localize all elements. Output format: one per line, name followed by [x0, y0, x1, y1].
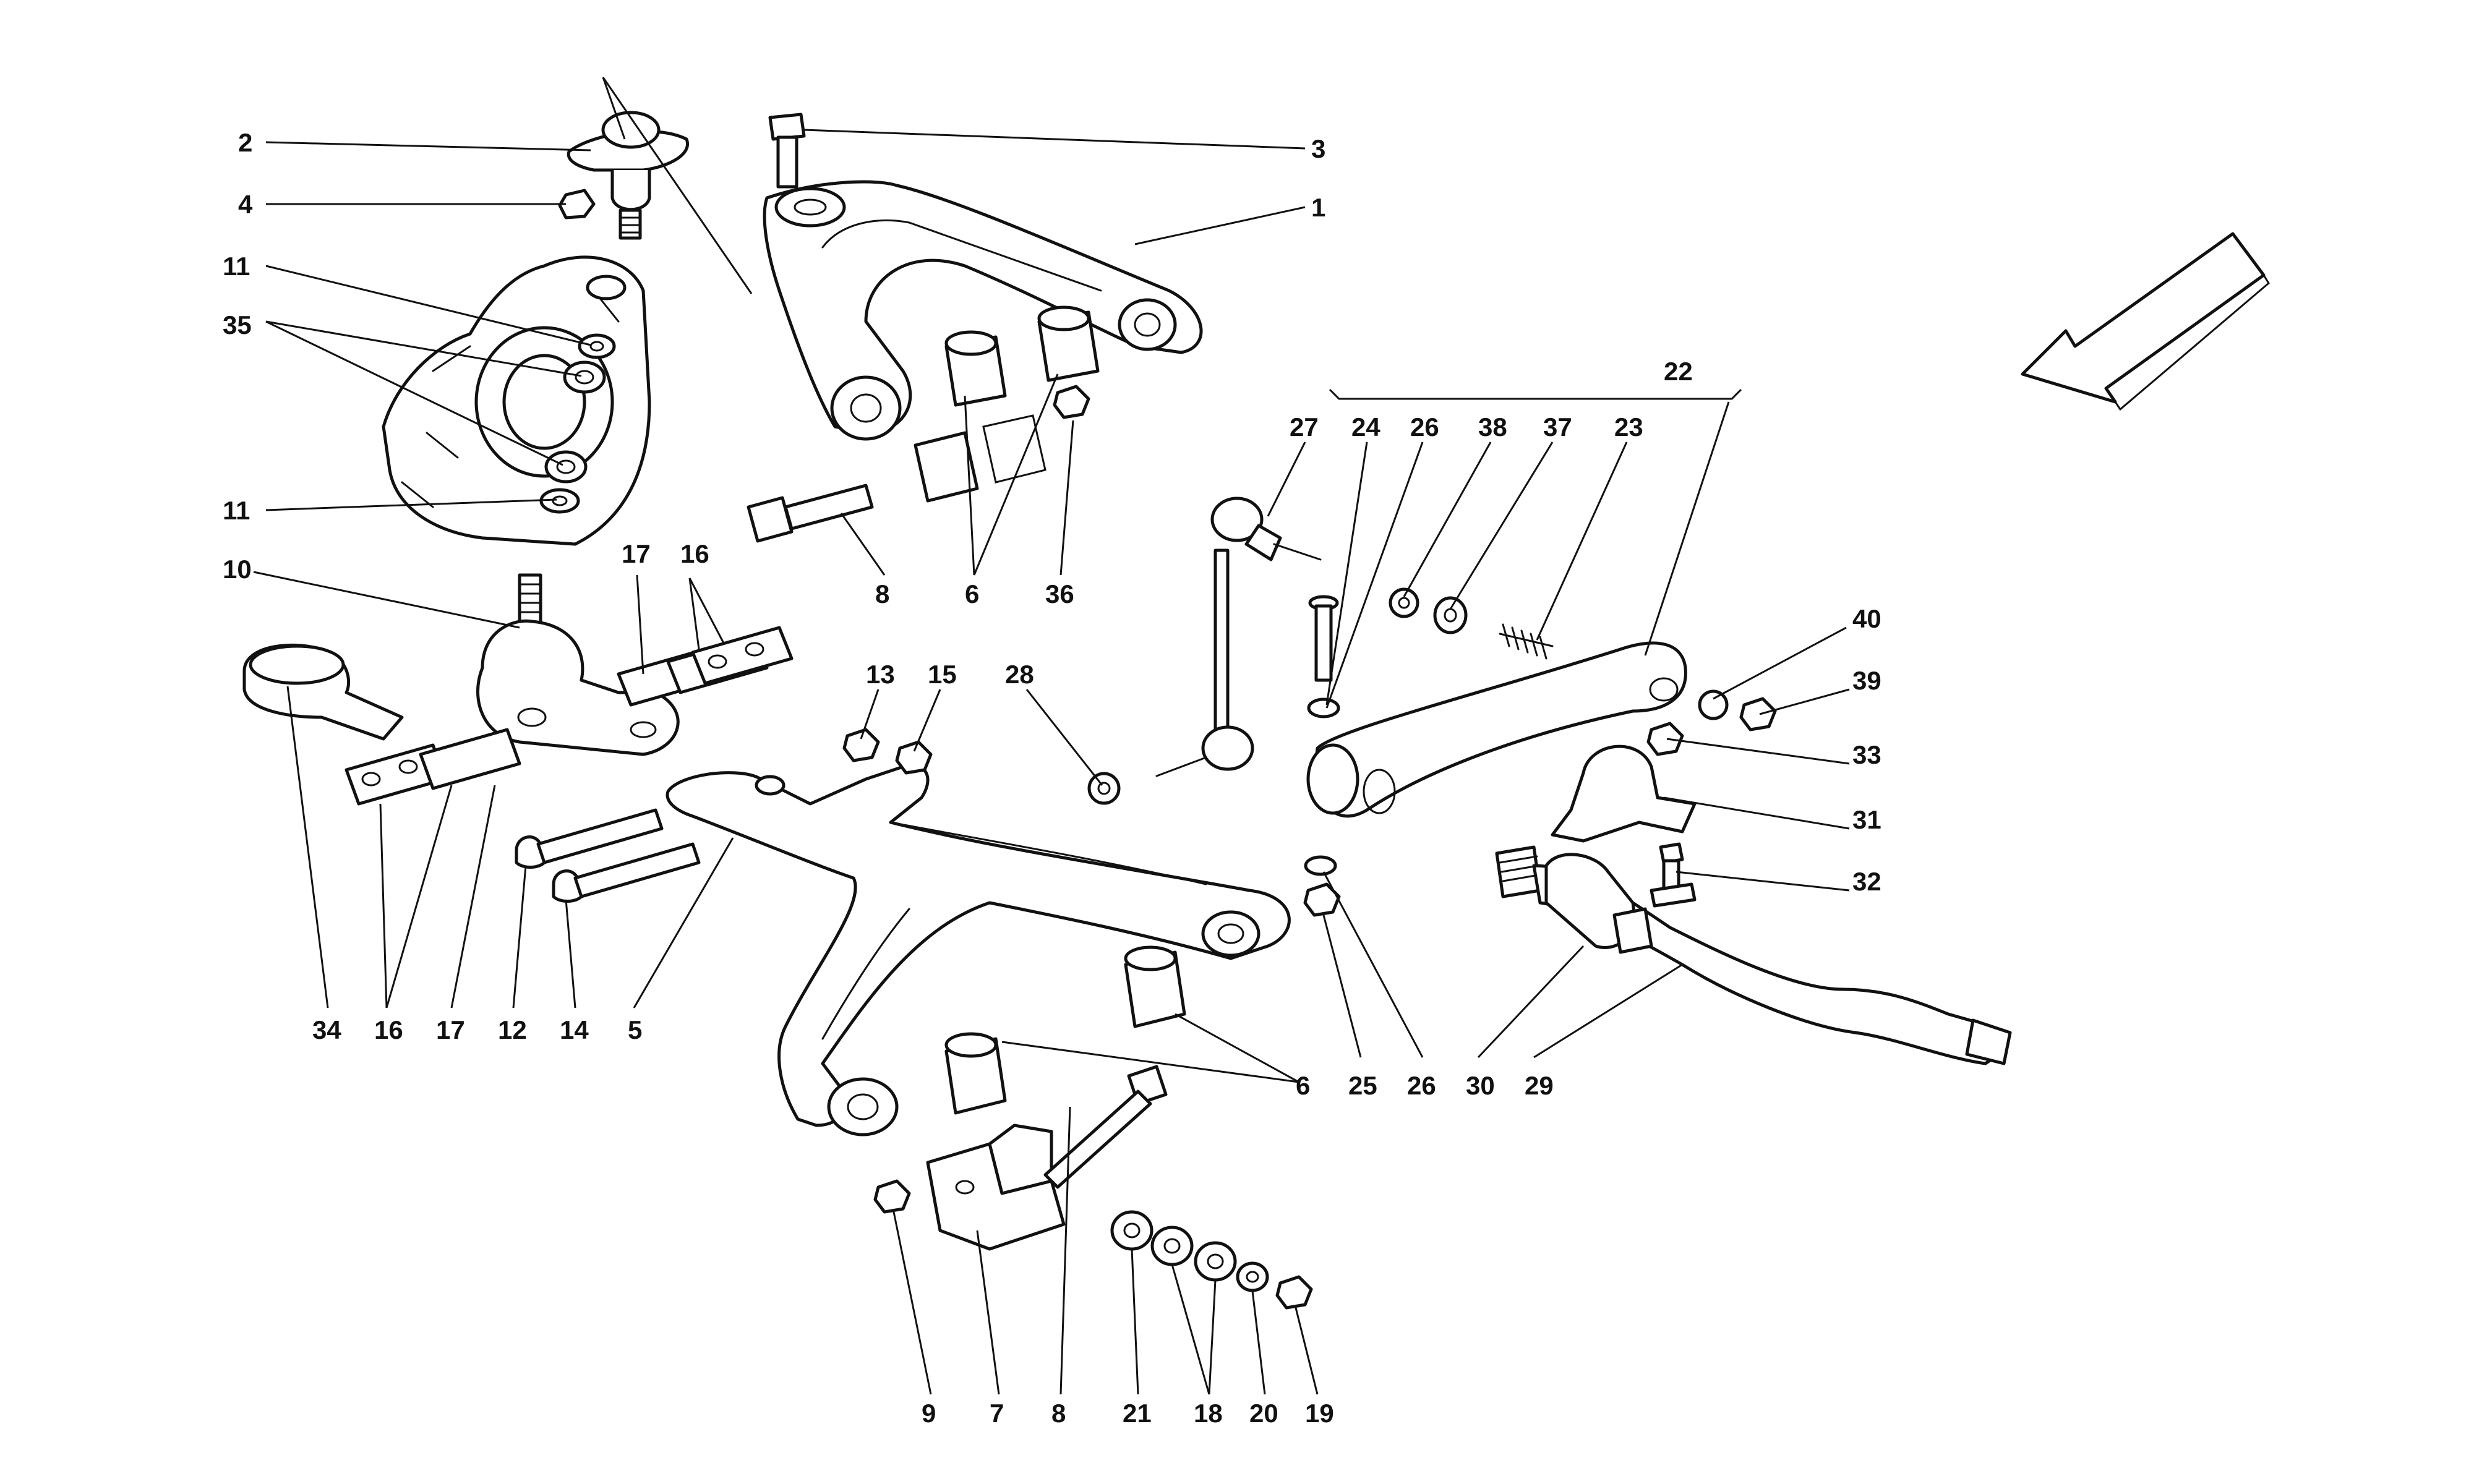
bolt-12	[515, 808, 664, 869]
star-washer-28	[1087, 772, 1121, 805]
callout-12: 12	[498, 1015, 527, 1044]
callout-17-upper: 17	[622, 539, 651, 568]
bracket-31	[1551, 744, 1697, 843]
callout-16-lower: 16	[374, 1015, 403, 1044]
washer-26-lower	[1304, 855, 1337, 876]
callout-23: 23	[1614, 412, 1643, 441]
star-washer-38	[1389, 587, 1419, 618]
bush-6-lower-b	[944, 1032, 1007, 1115]
callout-24: 24	[1351, 412, 1380, 441]
callout-8-lower: 8	[1051, 1399, 1066, 1428]
ball-joint-lower	[476, 573, 680, 756]
nut-36	[1053, 385, 1090, 419]
callout-labels: 2 4 11 35 11 10 3 1 8 6 36 17 16 13 15 2…	[223, 128, 1881, 1428]
callout-6-lower: 6	[1296, 1071, 1310, 1100]
clamp-34	[242, 643, 404, 741]
callout-1: 1	[1311, 193, 1325, 222]
bush-35-upper	[563, 360, 606, 394]
bolt-8-lower	[1043, 1065, 1168, 1189]
spring-23	[1499, 623, 1554, 660]
callout-36: 36	[1045, 579, 1074, 608]
callout-8-upper: 8	[875, 579, 889, 608]
drop-link	[1155, 497, 1322, 777]
callout-2: 2	[238, 128, 252, 157]
nut-9	[873, 1179, 911, 1214]
callout-28: 28	[1005, 660, 1034, 689]
upper-wishbone	[763, 180, 1203, 441]
nut-13	[842, 728, 880, 762]
washer-40	[1698, 689, 1729, 720]
washer-18-b	[1194, 1241, 1237, 1282]
nut-39	[1739, 697, 1777, 731]
callout-32: 32	[1852, 867, 1881, 896]
callout-30: 30	[1466, 1071, 1495, 1100]
lower-wishbone	[666, 764, 1291, 1136]
bolt-3	[768, 113, 806, 189]
callout-19: 19	[1305, 1399, 1334, 1428]
callout-26-lower: 26	[1407, 1071, 1436, 1100]
callout-3: 3	[1311, 134, 1325, 163]
bolt-32	[1650, 842, 1697, 908]
callout-13: 13	[866, 660, 895, 689]
bracket-7	[926, 1124, 1066, 1251]
callout-38: 38	[1478, 412, 1507, 441]
callout-11-upper: 11	[223, 252, 250, 281]
callout-4: 4	[238, 190, 253, 219]
bracket-upper	[914, 414, 1047, 503]
callout-34: 34	[312, 1015, 341, 1044]
callout-22: 22	[1664, 357, 1693, 386]
washer-18-a	[1150, 1226, 1194, 1266]
callout-39: 39	[1852, 666, 1881, 695]
bush-6-upper-b	[1037, 305, 1100, 382]
callout-25: 25	[1348, 1071, 1377, 1100]
callout-31: 31	[1852, 805, 1881, 834]
callout-5: 5	[628, 1015, 642, 1044]
callout-26-upper: 26	[1410, 412, 1439, 441]
anti-roll-bar-arm	[1306, 641, 1687, 818]
bolt-8-upper	[747, 484, 874, 543]
nut-19	[1275, 1275, 1313, 1310]
bolt-24	[1308, 595, 1339, 682]
nut-15	[895, 740, 933, 775]
bush-6-upper-a	[944, 330, 1007, 407]
ball-joint-upper	[567, 111, 690, 240]
plate-16-upper-b	[691, 626, 794, 685]
callout-21: 21	[1123, 1399, 1152, 1428]
callout-10: 10	[223, 555, 252, 584]
callout-35: 35	[223, 310, 252, 339]
callout-14: 14	[560, 1015, 589, 1044]
plate-17-lower	[419, 728, 521, 790]
nut-4	[558, 189, 596, 220]
callout-11-lower: 11	[223, 496, 250, 525]
callout-33: 33	[1852, 740, 1881, 769]
bolt-14	[552, 842, 701, 903]
washer-11-upper	[578, 333, 616, 359]
callout-9: 9	[922, 1399, 936, 1428]
callout-29: 29	[1525, 1071, 1554, 1100]
bush-6-lower-a	[1124, 945, 1186, 1028]
direction-arrow-icon	[2021, 232, 2270, 411]
callout-20: 20	[1249, 1399, 1278, 1428]
bush-35-lower	[544, 450, 588, 484]
leader-lines	[253, 77, 1850, 1395]
washer-26-upper	[1307, 697, 1340, 719]
nut-25	[1303, 882, 1341, 917]
bush-30	[1544, 853, 1653, 954]
washer-20	[1236, 1261, 1269, 1292]
callout-6-upper: 6	[965, 579, 979, 608]
callout-18: 18	[1194, 1399, 1223, 1428]
nut-33	[1646, 722, 1684, 756]
washer-37	[1433, 596, 1468, 634]
washer-21	[1110, 1210, 1154, 1251]
callout-7: 7	[990, 1399, 1004, 1428]
callout-37: 37	[1543, 412, 1572, 441]
callout-40: 40	[1852, 604, 1881, 633]
callout-17-lower: 17	[436, 1015, 465, 1044]
callout-15: 15	[928, 660, 957, 689]
callout-16-upper: 16	[680, 539, 709, 568]
callout-27: 27	[1290, 412, 1319, 441]
